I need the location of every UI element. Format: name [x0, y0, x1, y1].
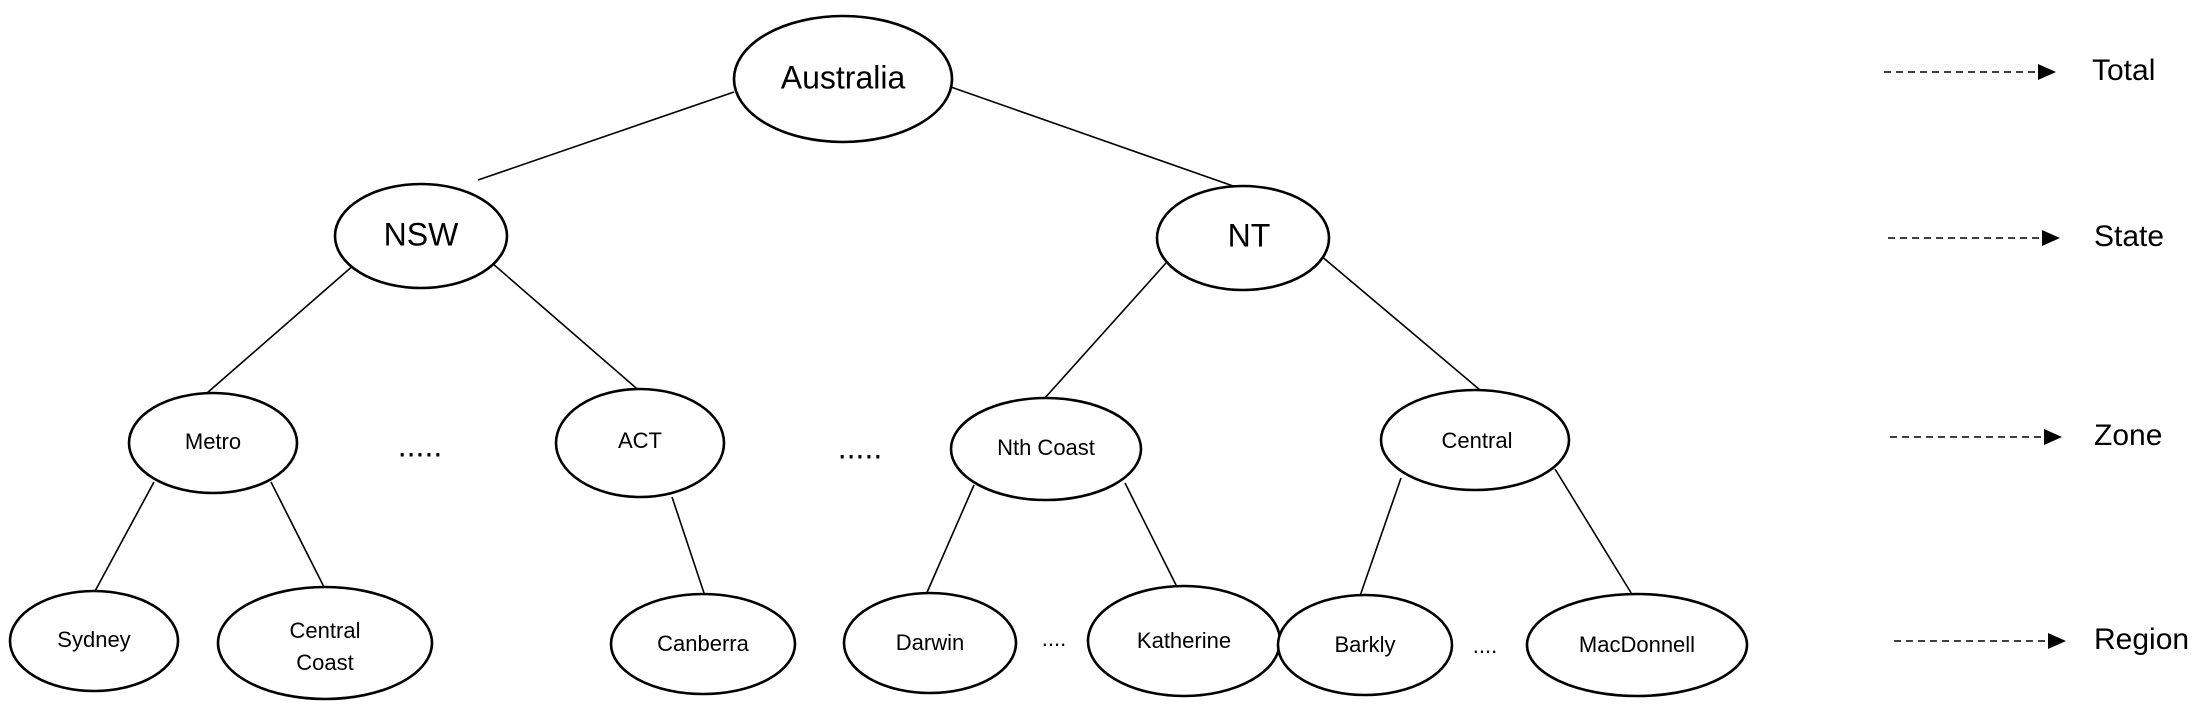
node-nt: NT	[1155, 184, 1331, 292]
zone-ellipsis-1: .....	[398, 427, 442, 463]
edge-nthcoast-darwin	[924, 484, 975, 598]
region-ellipsis-2: ....	[1473, 633, 1497, 658]
node-macdonnell-label: MacDonnell	[1579, 632, 1695, 657]
node-sydney-label: Sydney	[57, 627, 130, 652]
node-darwin-shape	[842, 591, 1018, 695]
legend-item-total: Total	[1884, 54, 2155, 87]
node-sydney: Sydney	[8, 589, 180, 693]
node-nt-label: NT	[1228, 217, 1271, 253]
node-australia-label: Australia	[781, 59, 906, 95]
edge-nsw-act	[491, 262, 644, 395]
node-barkly-label: Barkly	[1334, 632, 1395, 657]
legend-region-label: Region	[2094, 623, 2189, 656]
legend-zone-label: Zone	[2094, 419, 2162, 452]
node-central-coast-label-line2: Coast	[296, 650, 353, 675]
node-act: ACT	[554, 387, 726, 499]
node-nt-shape	[1155, 184, 1331, 292]
edge-act-canberra	[671, 496, 706, 597]
node-central-label: Central	[1442, 428, 1513, 453]
node-canberra-shape	[609, 592, 797, 696]
edge-australia-nsw	[477, 91, 735, 181]
node-central-coast: Central Coast	[216, 585, 434, 701]
node-canberra-label: Canberra	[657, 631, 749, 656]
node-macdonnell-shape	[1525, 592, 1749, 698]
edge-metro-centralcoast	[270, 481, 326, 590]
legend-state-arrowhead-icon	[2042, 230, 2060, 246]
node-nsw-label: NSW	[384, 216, 459, 252]
node-act-shape	[554, 387, 726, 499]
legend-total-arrowhead-icon	[2038, 64, 2056, 80]
node-macdonnell: MacDonnell	[1525, 592, 1749, 698]
node-nsw-shape	[333, 182, 509, 290]
tree-edges	[93, 85, 1634, 598]
node-darwin: Darwin	[842, 591, 1018, 695]
edge-nthcoast-katherine	[1124, 482, 1178, 588]
edge-central-macdonnell	[1554, 468, 1634, 597]
node-nsw: NSW	[333, 182, 509, 290]
node-central-coast-shape	[216, 585, 434, 701]
legend-state-label: State	[2094, 220, 2164, 253]
legend-zone-arrowhead-icon	[2044, 429, 2062, 445]
node-metro: Metro	[127, 391, 299, 495]
legend-item-zone: Zone	[1890, 419, 2162, 452]
node-katherine-label: Katherine	[1137, 628, 1231, 653]
node-australia: Australia	[732, 14, 954, 144]
node-metro-label: Metro	[185, 429, 241, 454]
zone-ellipsis-2: .....	[838, 429, 882, 465]
node-barkly-shape	[1276, 593, 1454, 697]
node-metro-shape	[127, 391, 299, 495]
region-ellipsis-1: ....	[1042, 626, 1066, 651]
node-barkly: Barkly	[1276, 593, 1454, 697]
node-act-label: ACT	[618, 428, 662, 453]
node-canberra: Canberra	[609, 592, 797, 696]
legend-item-region: Region	[1894, 623, 2189, 656]
node-nth-coast-shape	[949, 396, 1143, 502]
node-sydney-shape	[8, 589, 180, 693]
edge-central-barkly	[1359, 477, 1402, 597]
node-nth-coast-label: Nth Coast	[997, 435, 1095, 460]
edge-australia-nt	[947, 85, 1237, 188]
edge-nt-central	[1319, 254, 1481, 391]
legend-item-state: State	[1888, 220, 2164, 253]
node-nth-coast: Nth Coast	[949, 396, 1143, 502]
edge-metro-sydney	[93, 481, 155, 594]
node-katherine: Katherine	[1086, 584, 1282, 698]
node-central: Central	[1379, 388, 1571, 492]
legend-region-arrowhead-icon	[2048, 633, 2066, 649]
node-central-coast-label-line1: Central	[290, 618, 361, 643]
edge-nt-nthcoast	[1043, 262, 1167, 400]
node-darwin-label: Darwin	[896, 630, 964, 655]
node-australia-shape	[732, 14, 954, 144]
legend: Total State Zone Region	[1884, 54, 2189, 656]
edge-nsw-metro	[206, 263, 356, 394]
node-central-shape	[1379, 388, 1571, 492]
legend-total-label: Total	[2092, 54, 2155, 87]
